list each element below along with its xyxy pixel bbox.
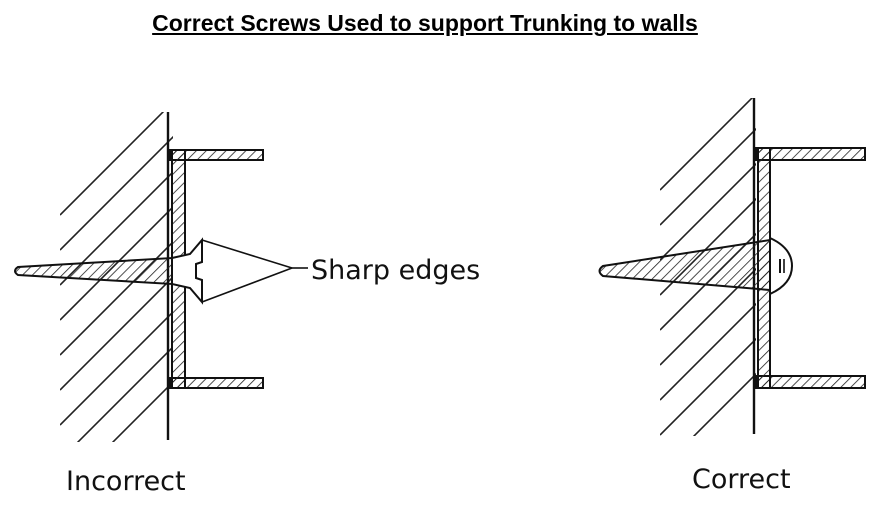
screw-body-right [598, 238, 771, 292]
correct-assembly: Correct [598, 98, 866, 495]
diagram-title: Correct Screws Used to support Trunking … [152, 10, 698, 36]
screw-body-left [14, 256, 173, 286]
sharp-edges-pointer [201, 239, 308, 303]
wall-hatching-left [60, 112, 173, 442]
correct-label: Correct [692, 464, 791, 495]
incorrect-assembly: Sharp edges Incorrect [14, 112, 480, 497]
incorrect-label: Incorrect [66, 466, 186, 497]
sharp-edges-label: Sharp edges [311, 255, 480, 286]
